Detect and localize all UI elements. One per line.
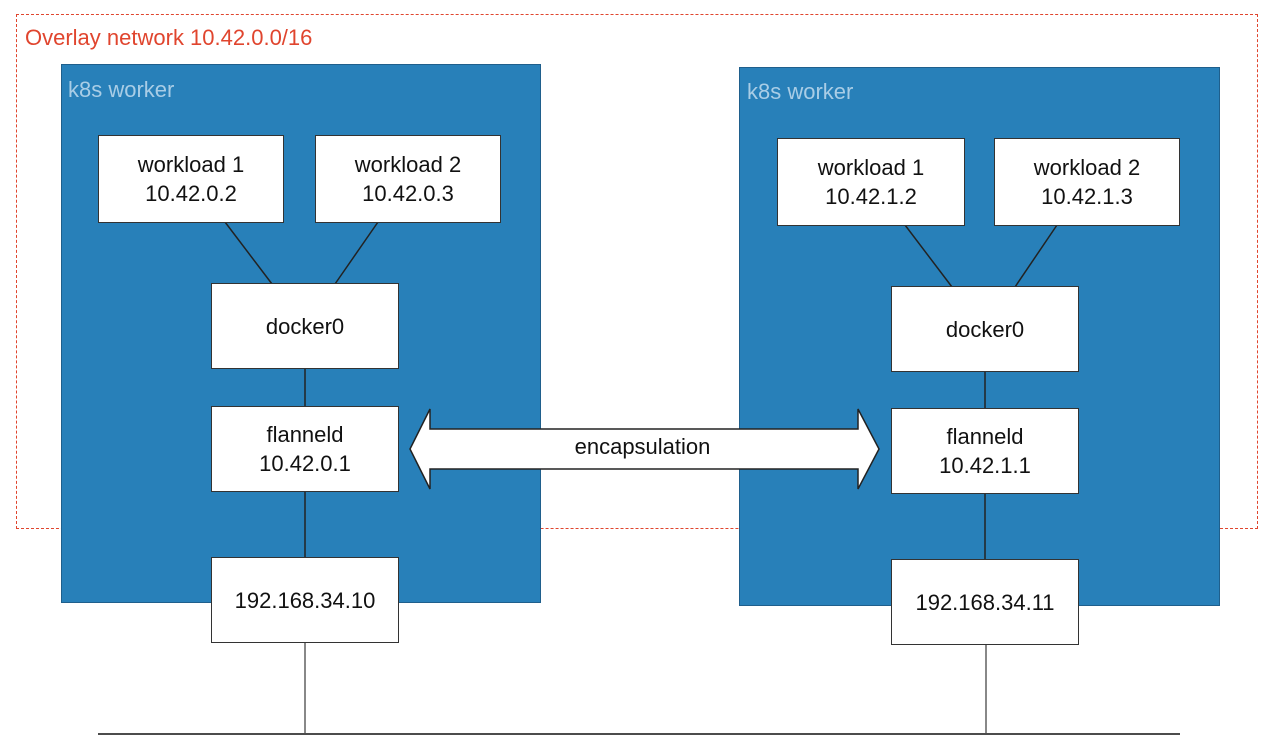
overlay-network-region: [16, 14, 1258, 529]
w1-host-ip-box: 192.168.34.10: [211, 557, 399, 643]
w2-workload-1-name: workload 1: [817, 155, 925, 180]
k8s-worker-2-label: k8s worker: [747, 79, 854, 104]
w2-workload1-link: [904, 224, 953, 288]
overlay-network-label: Overlay network 10.42.0.0/16: [25, 25, 313, 50]
w2-docker0-box: docker0: [891, 286, 1079, 372]
w1-docker0-box: docker0: [211, 283, 399, 369]
w1-flanneld-box: flanneld 10.42.0.1: [211, 406, 399, 492]
w2-flanneld-ip: 10.42.1.1: [939, 453, 1031, 478]
w1-workload-2-box: workload 2 10.42.0.3: [315, 135, 501, 223]
w1-flanneld-ip: 10.42.0.1: [259, 451, 351, 476]
w2-workload-2-box: workload 2 10.42.1.3: [994, 138, 1180, 226]
w1-docker0-label: docker0: [265, 313, 345, 339]
w1-workload-1-ip: 10.42.0.2: [145, 181, 237, 206]
w2-workload-2-ip: 10.42.1.3: [1041, 184, 1133, 209]
w1-workload-2-ip: 10.42.0.3: [362, 181, 454, 206]
encapsulation-label: encapsulation: [574, 434, 711, 459]
w2-flanneld-name: flanneld: [946, 424, 1024, 449]
encapsulation-arrow: [409, 408, 880, 490]
w2-docker0-label: docker0: [945, 316, 1025, 342]
w2-host-ip-box: 192.168.34.11: [891, 559, 1079, 645]
k8s-worker-1-label: k8s worker: [68, 77, 175, 102]
w2-workload-2-name: workload 2: [1033, 155, 1141, 180]
w1-host-ip: 192.168.34.10: [234, 587, 376, 613]
w1-workload2-link: [334, 221, 379, 285]
w2-host-ip: 192.168.34.11: [915, 589, 1055, 615]
w2-workload2-link: [1014, 224, 1058, 288]
w1-workload-1-box: workload 1 10.42.0.2: [98, 135, 284, 223]
w1-workload-1-name: workload 1: [137, 152, 245, 177]
w1-flanneld-name: flanneld: [266, 422, 344, 447]
w2-workload-1-ip: 10.42.1.2: [825, 184, 917, 209]
w1-workload1-link: [224, 221, 273, 285]
w2-workload-1-box: workload 1 10.42.1.2: [777, 138, 965, 226]
w2-flanneld-box: flanneld 10.42.1.1: [891, 408, 1079, 494]
w1-workload-2-name: workload 2: [354, 152, 462, 177]
